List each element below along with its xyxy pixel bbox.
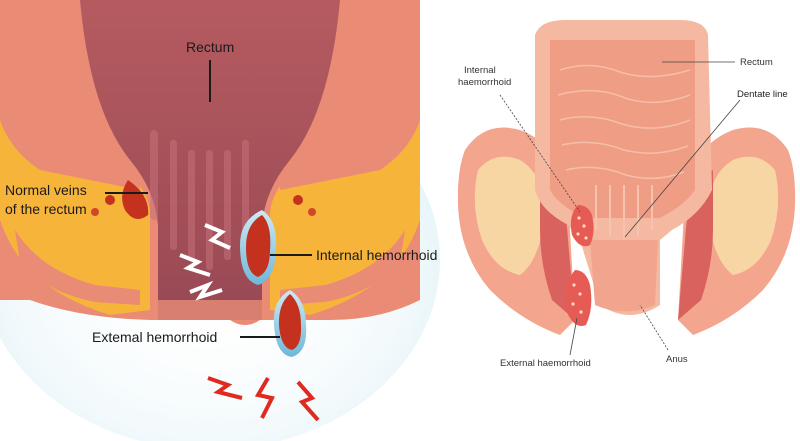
pain-bolt-white-1 bbox=[204, 223, 231, 250]
anus-pointer bbox=[639, 304, 669, 351]
dentate-line-pointer bbox=[624, 99, 741, 238]
internal-haemorrhoid-dots bbox=[576, 216, 588, 240]
internal-haemorrhoid-shape bbox=[570, 205, 594, 247]
external-haemorrhoid-dots bbox=[571, 283, 583, 314]
right-pointer-lines bbox=[499, 61, 741, 356]
label-rectum-left: Rectum bbox=[186, 39, 234, 55]
mucosa-fold bbox=[561, 141, 689, 154]
haemorrhoid-dot bbox=[577, 216, 581, 220]
tissue-right-inner bbox=[280, 0, 420, 190]
mucosa-fold bbox=[559, 116, 691, 129]
anal-canal-right bbox=[590, 240, 658, 312]
haemorrhoid-dot bbox=[576, 232, 580, 236]
external-hemorrhoid-vein bbox=[278, 294, 302, 350]
mucosa-fold bbox=[565, 166, 685, 180]
label-rectum-right: Rectum bbox=[740, 57, 773, 68]
vein-dot-left-1 bbox=[105, 195, 115, 205]
mucosa-folds bbox=[557, 64, 691, 180]
pain-bolt-red-1 bbox=[207, 376, 243, 400]
label-internal-haemorrhoid-1: Internal bbox=[464, 65, 496, 76]
label-external-hemorrhoid: Extemal hemorrhoid bbox=[92, 329, 217, 345]
haemorrhoid-dot bbox=[578, 292, 582, 296]
normal-vein-left bbox=[122, 180, 149, 219]
haemorrhoid-dot bbox=[584, 236, 588, 240]
haemorrhoid-dot bbox=[571, 302, 575, 306]
external-haemorrhoid-shape bbox=[565, 270, 592, 326]
tissue-left-inner bbox=[0, 0, 140, 190]
pain-bolts-internal bbox=[179, 223, 231, 301]
haemorrhoid-dot bbox=[579, 310, 583, 314]
label-internal-hemorrhoid: Internal hemorrhoid bbox=[316, 247, 437, 263]
mucosa-fold bbox=[559, 64, 691, 78]
label-anus: Anus bbox=[666, 354, 688, 365]
anal-columns bbox=[595, 185, 653, 238]
internal-hemorrhoid-vein bbox=[246, 215, 271, 277]
label-external-haemorrhoid: External haemorrhoid bbox=[500, 358, 591, 369]
pain-bolt-white-3 bbox=[189, 280, 223, 301]
anal-canal bbox=[158, 300, 262, 320]
pain-bolt-white-2 bbox=[179, 253, 211, 277]
left-diagram: Rectum Normal veins of the rectum Intern… bbox=[0, 0, 440, 441]
muscle-left-lower bbox=[15, 230, 140, 305]
haemorrhoid-dot bbox=[572, 283, 576, 287]
left-pointer-lines bbox=[105, 60, 312, 338]
buttock-right-muscle bbox=[678, 170, 713, 320]
buttock-left-fat bbox=[474, 156, 545, 275]
right-diagram: Internal haemorrhoid Rectum Dentate line… bbox=[457, 20, 796, 369]
buttock-right-fat bbox=[708, 156, 779, 275]
vein-dot-right-1 bbox=[293, 195, 303, 205]
label-normal-veins-2: of the rectum bbox=[5, 201, 87, 217]
mucosa-fold bbox=[557, 89, 691, 104]
pain-bolt-red-2 bbox=[254, 376, 275, 419]
label-internal-haemorrhoid-2: haemorrhoid bbox=[458, 77, 511, 88]
internal-haemorrhoid-pointer bbox=[499, 94, 581, 213]
vein-dot-right-2 bbox=[308, 208, 316, 216]
label-normal-veins-1: Normal veins bbox=[5, 182, 87, 198]
rectum-tube-inner bbox=[550, 40, 695, 218]
pain-bolts-external bbox=[207, 376, 320, 422]
vein-dot-left-2 bbox=[91, 208, 99, 216]
haemorrhoid-dot bbox=[582, 224, 586, 228]
external-haemorrhoid-pointer bbox=[569, 317, 578, 356]
pain-bolt-red-3 bbox=[296, 380, 320, 422]
label-dentate-line: Dentate line bbox=[737, 89, 788, 100]
